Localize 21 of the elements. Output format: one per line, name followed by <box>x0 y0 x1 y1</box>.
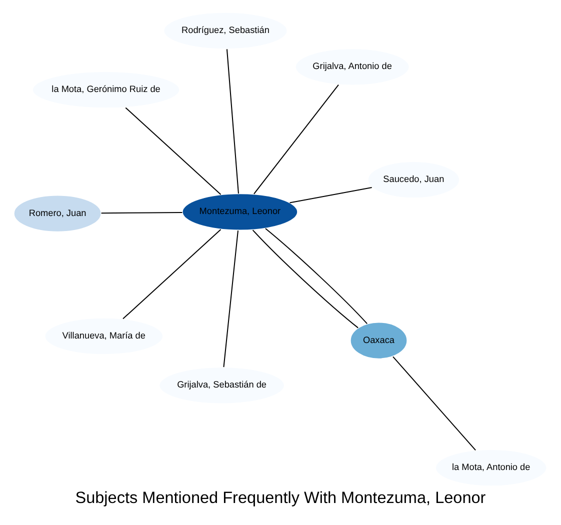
connector <box>101 212 182 214</box>
connector <box>252 230 358 328</box>
node-ellipse: Oaxaca <box>350 322 408 360</box>
node-ellipse: Grijalva, Sebastián de <box>158 366 285 404</box>
connector <box>223 230 239 368</box>
node-ellipse: Rodríguez, Sebastián <box>163 12 288 50</box>
node-ellipse: Romero, Juan <box>13 194 102 232</box>
connector <box>254 84 339 194</box>
node-ellipse: Villanueva, María de <box>44 317 164 356</box>
node-ellipse: Saucedo, Juan <box>367 160 460 199</box>
connector <box>226 49 239 194</box>
node-ellipse: Montezuma, Leonor <box>182 193 298 231</box>
connector <box>125 107 222 195</box>
connector <box>122 229 222 320</box>
connector <box>290 187 372 204</box>
diagram-title: Subjects Mentioned Frequently With Montezuma, Leonor <box>75 489 486 508</box>
connector <box>392 356 476 451</box>
node-ellipse: Grijalva, Antonio de <box>294 48 410 86</box>
node-ellipse: la Mota, Antonio de <box>434 448 548 487</box>
node-ellipse: la Mota, Gerónimo Ruiz de <box>32 71 180 109</box>
connector <box>265 228 368 324</box>
